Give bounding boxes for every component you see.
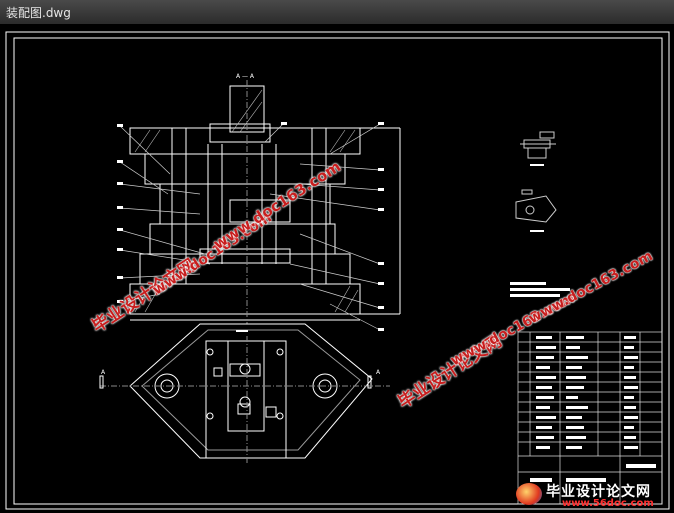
title-block-text-marks	[510, 164, 656, 482]
section-label: A — A	[236, 73, 255, 80]
section-hatching	[134, 89, 359, 313]
balloon-labels	[117, 122, 384, 332]
section-view	[129, 85, 401, 321]
site-url: www.56doc.com	[562, 498, 654, 509]
detail-view-bottom	[515, 189, 557, 223]
detail-view-top	[520, 131, 556, 159]
title-bar: 装配图.dwg	[0, 0, 674, 25]
title-block	[517, 331, 663, 505]
site-logo: 毕业设计论文网 www.56doc.com	[508, 480, 674, 510]
cad-drawing: A — A A A	[5, 31, 670, 510]
drawing-canvas[interactable]: A — A A A 毕业设计论文网 www.doc163.com www.doc…	[0, 24, 674, 513]
site-name: 毕业设计论文网	[546, 484, 651, 500]
globe-logo-icon	[516, 483, 542, 505]
section-marker-left: A	[101, 369, 106, 376]
inner-frame	[13, 37, 663, 505]
section-marker-right: A	[376, 369, 381, 376]
outer-frame	[5, 31, 670, 510]
leader-lines	[119, 123, 381, 331]
plan-view	[99, 323, 390, 464]
window-title: 装配图.dwg	[6, 6, 71, 20]
